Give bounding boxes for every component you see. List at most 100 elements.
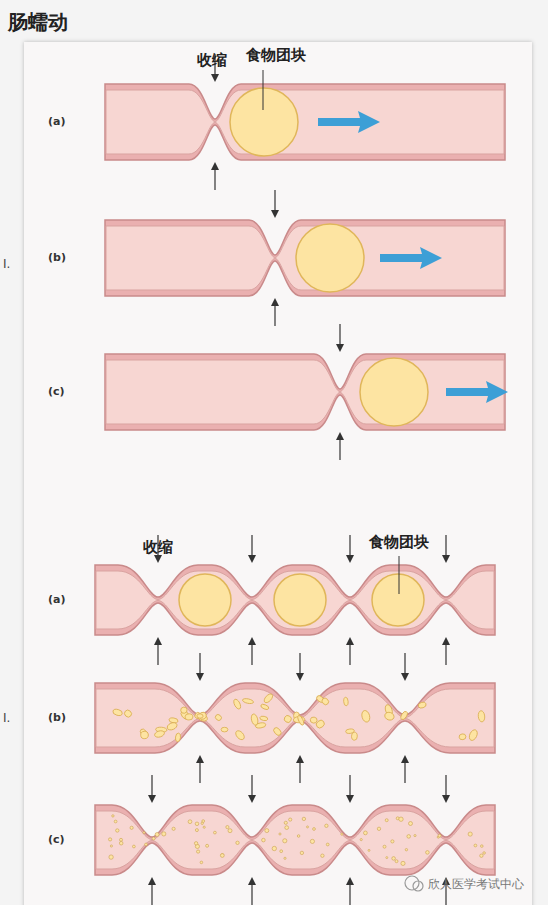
food-particle: [203, 826, 205, 828]
food-particle: [364, 831, 368, 835]
food-fragment: [418, 701, 427, 709]
food-bolus: [360, 358, 428, 426]
food-fragment: [259, 716, 268, 722]
food-particle: [272, 846, 276, 850]
food-particle: [112, 815, 114, 817]
food-fragment: [321, 697, 330, 706]
leader-line: [263, 70, 264, 110]
contraction-arrow: [199, 757, 200, 783]
row-letter: (c): [48, 385, 65, 398]
intestine-wall: [95, 683, 495, 753]
food-particle: [426, 851, 430, 855]
food-particle: [414, 835, 416, 837]
contraction-arrow: [339, 434, 340, 460]
food-particle: [341, 833, 343, 835]
food-particle: [265, 829, 269, 833]
flow-arrow: [380, 247, 442, 269]
food-particle: [145, 843, 148, 846]
bolus-label: 食物团块: [246, 46, 306, 65]
food-particle: [325, 824, 328, 827]
food-particle: [395, 860, 398, 863]
food-bolus: [372, 574, 424, 626]
food-particle: [155, 833, 159, 837]
food-particle: [110, 845, 112, 847]
contraction-arrow: [445, 639, 446, 665]
contraction-arrow: [339, 324, 340, 350]
food-fragment: [468, 729, 479, 742]
food-particle: [200, 861, 203, 864]
contraction-arrow: [349, 535, 350, 561]
food-fragment: [180, 707, 187, 714]
contraction-arrow: [274, 300, 275, 326]
food-particle: [321, 854, 324, 857]
food-bolus: [274, 574, 326, 626]
contraction-arrow: [151, 775, 152, 801]
food-particle: [114, 820, 117, 823]
food-particle: [284, 821, 287, 824]
food-particle: [109, 855, 113, 859]
food-bolus: [179, 574, 231, 626]
food-fragment: [315, 719, 326, 730]
food-bolus: [230, 88, 298, 156]
food-particle: [188, 820, 192, 824]
food-fragment: [361, 710, 371, 723]
food-particle: [300, 851, 303, 854]
food-fragment: [346, 729, 355, 734]
food-particle: [130, 826, 133, 829]
food-fragment: [400, 710, 409, 720]
food-particle: [228, 829, 232, 833]
food-particle: [481, 845, 484, 848]
food-fragment: [242, 698, 254, 705]
food-particle: [283, 839, 287, 843]
food-particle: [289, 818, 292, 821]
food-particle: [480, 854, 483, 857]
food-fragment: [214, 713, 222, 721]
food-particle: [307, 826, 309, 828]
food-particle: [162, 832, 166, 836]
food-particle: [401, 861, 405, 865]
food-fragment: [272, 726, 282, 736]
food-particle: [297, 835, 300, 838]
flow-arrow: [318, 111, 380, 133]
food-particle: [284, 857, 286, 859]
food-particle: [194, 842, 197, 845]
food-particle: [226, 826, 229, 829]
food-particle: [143, 832, 145, 834]
food-fragment: [198, 711, 208, 721]
food-particle: [313, 828, 316, 831]
food-fragment: [232, 698, 242, 710]
food-particle: [109, 838, 112, 841]
intestine-lumen: [106, 360, 504, 424]
food-fragment: [197, 714, 203, 719]
food-particle: [206, 844, 209, 847]
watermark-icon: [405, 876, 419, 890]
row-letter: (a): [48, 593, 65, 606]
intestine-wall: [105, 220, 505, 296]
leader-line: [399, 556, 400, 594]
flow-arrow: [446, 381, 508, 403]
contraction-arrow: [349, 879, 350, 905]
contraction-label: 收缩: [143, 538, 173, 557]
food-fragment: [384, 711, 395, 721]
intestine-lumen: [96, 689, 494, 747]
row-letter: (b): [48, 251, 66, 264]
contraction-arrow: [445, 535, 446, 561]
food-fragment: [310, 717, 318, 724]
contraction-arrow: [299, 653, 300, 679]
contraction-arrow: [404, 757, 405, 783]
food-particle: [391, 840, 394, 843]
food-particle: [360, 839, 362, 841]
intestine-lumen: [96, 571, 494, 629]
food-particle: [383, 845, 386, 848]
contraction-arrow: [214, 164, 215, 190]
food-fragment: [459, 733, 467, 740]
row-letter: (c): [48, 833, 65, 846]
food-particle: [405, 849, 407, 851]
food-fragment: [123, 709, 133, 719]
contraction-arrow: [157, 639, 158, 665]
intestine-wall: [105, 354, 505, 430]
food-particle: [474, 844, 477, 847]
watermark-icon: [413, 881, 423, 891]
food-fragment: [221, 727, 228, 732]
